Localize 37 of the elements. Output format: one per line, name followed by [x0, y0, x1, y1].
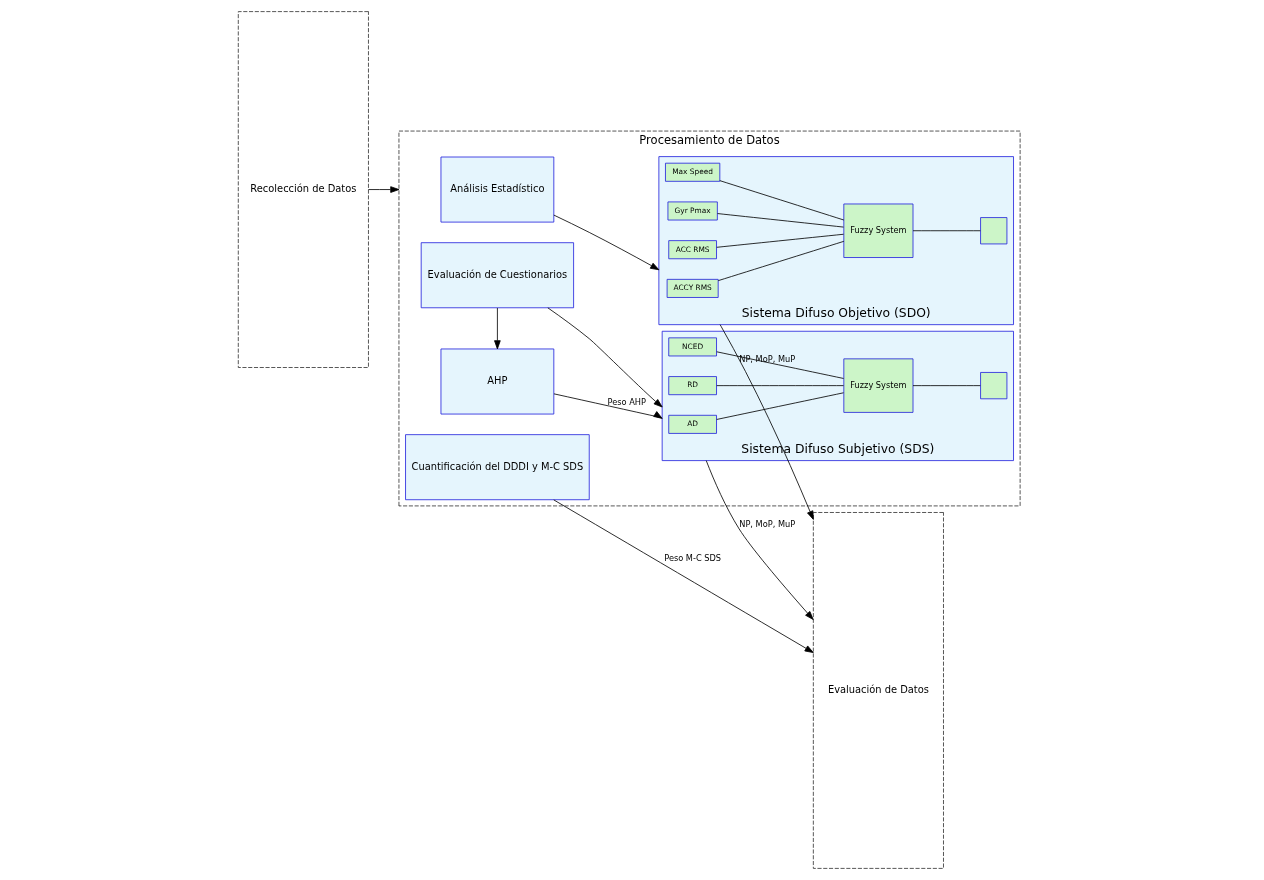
connector	[715, 233, 844, 248]
connector	[715, 351, 844, 379]
node-box: Evaluación de Cuestionarios	[420, 242, 574, 309]
node-box	[979, 217, 1007, 245]
node-box: AHP	[440, 348, 554, 415]
node-box: Recolección de Datos	[237, 11, 369, 368]
node-box: NCED	[667, 337, 717, 357]
node-box: Gyr Pmax	[667, 201, 718, 221]
connector	[912, 385, 981, 387]
connector	[718, 180, 844, 221]
connector	[715, 385, 844, 387]
edge-label: NP, MoP, MuP	[738, 518, 795, 529]
arrow	[553, 393, 663, 419]
node-box: Fuzzy System	[842, 358, 913, 413]
node-box: Max Speed	[664, 162, 720, 182]
node-box: Evaluación de Datos	[812, 512, 944, 869]
node-box: Cuantificación del DDDI y M-C SDS	[404, 434, 590, 501]
connector	[715, 392, 844, 420]
connector	[717, 240, 844, 282]
arrow	[705, 460, 814, 620]
node-box: Análisis Estadístico	[440, 156, 554, 223]
arrow	[546, 307, 663, 408]
edge-label: NP, MoP, MuP	[738, 353, 795, 364]
node-box: RD	[667, 376, 717, 396]
node-box: Fuzzy System	[842, 203, 913, 258]
node-box: AD	[667, 414, 717, 434]
edge-label: Peso AHP	[607, 396, 646, 407]
arrow	[493, 307, 501, 350]
arrow	[552, 499, 814, 653]
node-box	[979, 372, 1007, 400]
node-box: ACCY RMS	[666, 278, 719, 298]
edge-label: Peso M-C SDS	[663, 553, 721, 564]
arrow	[367, 186, 399, 193]
arrow	[552, 214, 659, 271]
node-box: ACC RMS	[667, 240, 717, 260]
connector	[716, 213, 844, 228]
arrow	[719, 324, 814, 520]
